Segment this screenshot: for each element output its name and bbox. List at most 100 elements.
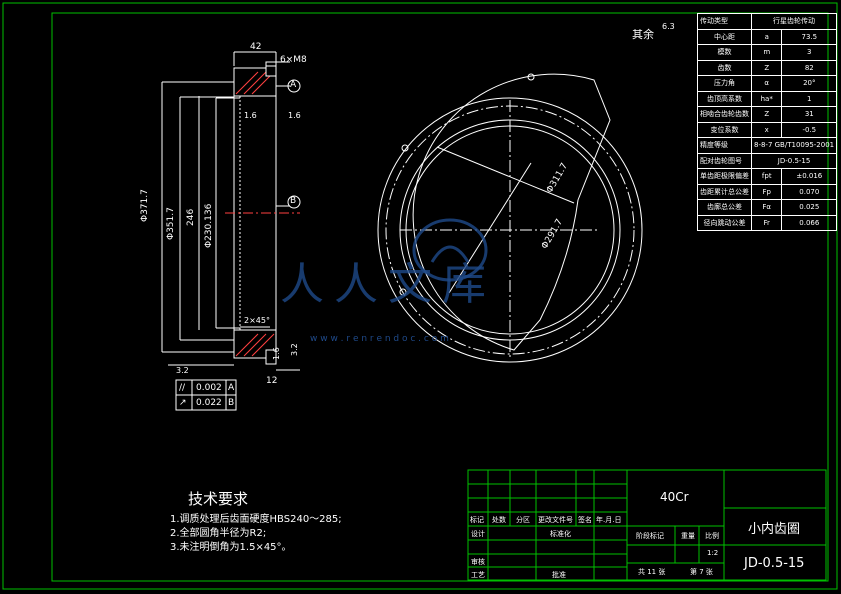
param-symbol: α (750, 75, 783, 92)
param-value: -0.5 (781, 121, 838, 138)
param-label: 模数 (697, 44, 752, 61)
param-value: ±0.016 (781, 168, 838, 185)
param-value: 31 (781, 106, 838, 123)
roughness-bottom-2: 3.2 (290, 343, 299, 356)
param-value: 82 (781, 59, 838, 76)
ring-section-bottom (233, 329, 277, 359)
diameter-line-1 (436, 146, 575, 204)
label-date: 年.月.日 (596, 516, 622, 524)
dim-h246: 246 (186, 208, 196, 226)
param-label: 精度等级 (697, 137, 752, 154)
bottom-notch (265, 349, 277, 365)
param-label: 齿数 (697, 59, 752, 76)
dim-width-42: 42 (250, 42, 262, 52)
watermark (412, 218, 488, 282)
outer-circle (377, 97, 643, 363)
tech-title: 技术要求 (188, 490, 249, 508)
dim-d230: Φ230.136 (204, 203, 214, 248)
label-sign: 签名 (578, 516, 592, 524)
param-symbol: a (750, 28, 783, 45)
sheet-number: 第 7 张 (690, 568, 713, 576)
label-zone: 分区 (516, 516, 530, 524)
param-value: 8-8-7 GB/T10095-2001 (750, 137, 838, 154)
part-name: 小内齿圈 (748, 522, 801, 537)
param-value: 0.070 (781, 183, 838, 200)
datum-b-label: B (290, 196, 297, 206)
param-label: 齿廓总公差 (697, 199, 752, 216)
param-label: 配对齿轮图号 (697, 152, 752, 169)
tolerance-symbol-1: // (179, 383, 186, 393)
label-design: 设计 (471, 530, 485, 538)
label-mark: 标记 (470, 516, 484, 524)
bolt-hole-1 (527, 73, 535, 81)
param-symbol: Fα (750, 199, 783, 216)
datum-a-label: A (290, 80, 297, 90)
param-label: 齿距累计总公差 (697, 183, 752, 200)
outer-contour (412, 73, 611, 351)
bolt-hole-2 (401, 144, 409, 152)
drawing-number: JD-0.5-15 (744, 556, 805, 571)
front-view (377, 73, 643, 363)
param-value: 3 (781, 44, 838, 61)
param-symbol: Z (750, 106, 783, 123)
label-process: 工艺 (471, 571, 485, 579)
label-approve: 批准 (552, 571, 566, 579)
label-doc: 更改文件号 (538, 516, 573, 524)
param-value: 20° (781, 75, 838, 92)
param-row: 传动类型行星齿轮传动 (697, 13, 838, 30)
dim-d371: Φ371.7 (140, 189, 150, 222)
tolerance-datum-2: B (228, 398, 235, 408)
roughness-top: 1.6 (244, 111, 257, 120)
tolerance-frame-box (175, 379, 237, 411)
dim-chamfer: 2×45° (244, 316, 270, 325)
roughness-top-2: 1.6 (288, 111, 301, 120)
param-symbol: Fr (750, 214, 783, 231)
watermark-text: 人人文库 (280, 259, 496, 310)
sheet-count: 共 11 张 (638, 568, 666, 576)
inner-frame (51, 12, 829, 582)
label-ratio: 比例 (705, 532, 719, 540)
param-value: 0.066 (781, 214, 838, 231)
param-label: 相啮合齿轮齿数 (697, 106, 752, 123)
tolerance-value-2: 0.022 (196, 398, 222, 408)
diameter-line-2 (448, 162, 532, 294)
label-standard: 标准化 (550, 530, 571, 538)
tech-item-3: 3.未注明倒角为1.5×45°。 (170, 542, 292, 553)
label-review: 审核 (471, 558, 485, 566)
roughness-other-label: 其余 (632, 28, 654, 41)
roughness-side: 1.6 (272, 347, 281, 360)
datum-b-marker (287, 195, 301, 209)
label-count: 处数 (492, 516, 506, 524)
thread-hole (265, 61, 277, 77)
section-view (161, 51, 300, 371)
dim-thread: 6×M8 (280, 55, 307, 65)
tolerance-symbol-2: ↗ (179, 398, 187, 408)
title-block-lines (467, 469, 827, 581)
dim-d351: Φ351.7 (166, 207, 176, 240)
param-value: 73.5 (781, 28, 838, 45)
param-label: 中心距 (697, 28, 752, 45)
scale-value: 1:2 (707, 549, 719, 557)
roughness-bottom: 3.2 (176, 366, 189, 375)
param-symbol: Fp (750, 183, 783, 200)
material: 40Cr (660, 490, 689, 504)
param-label: 径向跳动公差 (697, 214, 752, 231)
param-symbol: m (750, 44, 783, 61)
param-label: 齿顶高系数 (697, 90, 752, 107)
label-weight: 重量 (681, 532, 695, 540)
